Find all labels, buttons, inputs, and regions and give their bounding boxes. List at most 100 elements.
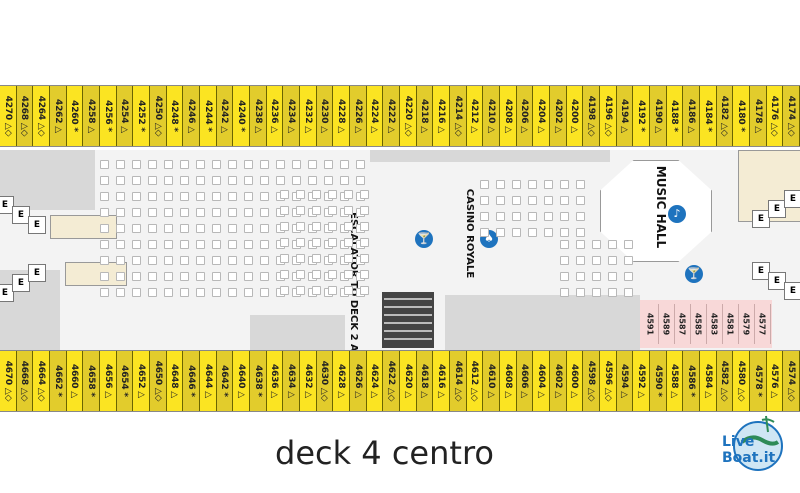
cabin-number: 4242 △ bbox=[219, 99, 230, 133]
seat bbox=[608, 240, 617, 249]
cabin-number: 4212 △ bbox=[469, 99, 480, 133]
cabin-number: 4184 * bbox=[702, 100, 713, 132]
seat bbox=[164, 160, 173, 169]
cabin-number: 4644 △ bbox=[202, 364, 213, 398]
cabin-number: 4658 * bbox=[86, 365, 97, 397]
seat bbox=[360, 238, 369, 247]
seat bbox=[528, 228, 537, 237]
music-hall-label: MUSIC HALL bbox=[654, 165, 669, 249]
top-cabin: 4260 * bbox=[67, 86, 84, 146]
pink-cabin: 4587 bbox=[674, 304, 691, 344]
top-cabin: 4232 △ bbox=[300, 86, 317, 146]
seat bbox=[164, 176, 173, 185]
seat bbox=[132, 160, 141, 169]
seat bbox=[228, 224, 237, 233]
elevator-right-top-3: E bbox=[784, 190, 800, 208]
cabin-number: 4224 △ bbox=[369, 99, 380, 133]
seat bbox=[148, 160, 157, 169]
seat bbox=[576, 228, 585, 237]
top-cabin: 4202 △ bbox=[550, 86, 567, 146]
seat bbox=[212, 192, 221, 201]
seat bbox=[228, 192, 237, 201]
bottom-cabin: 4582 △◇ bbox=[716, 351, 734, 411]
seat bbox=[312, 190, 321, 199]
seat bbox=[148, 240, 157, 249]
top-cabin: 4186 △ bbox=[683, 86, 700, 146]
seat bbox=[296, 206, 305, 215]
seat bbox=[360, 222, 369, 231]
bottom-cabin: 4626 △ bbox=[350, 351, 367, 411]
cabin-number: 4230 △ bbox=[319, 99, 330, 133]
seat bbox=[180, 256, 189, 265]
seat bbox=[100, 272, 109, 281]
cabin-number: 4610 △ bbox=[486, 364, 497, 398]
seat bbox=[148, 176, 157, 185]
seat bbox=[360, 206, 369, 215]
seat bbox=[196, 272, 205, 281]
bottom-cabin: 4574 △◇ bbox=[783, 351, 800, 411]
cabin-number: 4250 △◇ bbox=[152, 95, 163, 137]
seat bbox=[308, 160, 317, 169]
seat bbox=[280, 270, 289, 279]
bottom-cabin: 4628 △ bbox=[333, 351, 350, 411]
elevator-left-bottom-1: E bbox=[0, 284, 14, 302]
seat bbox=[560, 196, 569, 205]
casino-wall bbox=[370, 150, 610, 162]
seat bbox=[292, 176, 301, 185]
seat bbox=[212, 208, 221, 217]
seat bbox=[196, 288, 205, 297]
seat bbox=[356, 176, 365, 185]
seat bbox=[148, 208, 157, 217]
bottom-cabin: 4658 * bbox=[83, 351, 100, 411]
seat bbox=[560, 272, 569, 281]
bottom-cabin: 4636 △ bbox=[267, 351, 284, 411]
seat bbox=[624, 256, 633, 265]
bottom-cabin: 4646 * bbox=[183, 351, 200, 411]
deck-caption: deck 4 centro bbox=[275, 434, 494, 472]
cabin-number: 4578 * bbox=[752, 365, 763, 397]
seat bbox=[180, 192, 189, 201]
cabin-number: 4186 △ bbox=[686, 99, 697, 133]
top-cabin: 4198 △◇ bbox=[583, 86, 600, 146]
cabin-number: 4624 △ bbox=[369, 364, 380, 398]
bar-cocktail-icon: 🍸 bbox=[415, 230, 433, 248]
top-cabin: 4216 △ bbox=[433, 86, 450, 146]
seat bbox=[544, 180, 553, 189]
cabin-number: 4640 △ bbox=[236, 364, 247, 398]
seat bbox=[360, 190, 369, 199]
liveboat-logo: Live Boat.it bbox=[722, 412, 786, 476]
seat bbox=[560, 228, 569, 237]
bottom-cabin: 4588 △ bbox=[667, 351, 684, 411]
seat bbox=[132, 288, 141, 297]
top-cabin: 4218 △ bbox=[416, 86, 434, 146]
seat bbox=[260, 240, 269, 249]
escalator bbox=[382, 292, 434, 348]
seat bbox=[276, 176, 285, 185]
pink-cabin: 4591 bbox=[642, 304, 659, 344]
seat bbox=[528, 196, 537, 205]
cabin-number: 4262 △ bbox=[52, 99, 63, 133]
seat bbox=[212, 176, 221, 185]
top-cabin: 4256 * bbox=[100, 86, 117, 146]
bottom-cabin: 4584 △ bbox=[700, 351, 717, 411]
seat bbox=[328, 206, 337, 215]
seat bbox=[340, 160, 349, 169]
seat bbox=[624, 288, 633, 297]
cabin-number: 4254 △ bbox=[119, 99, 130, 133]
seat bbox=[328, 190, 337, 199]
cabin-number: 4208 △ bbox=[502, 99, 513, 133]
top-cabin: 4220 △◇ bbox=[400, 86, 417, 146]
seat bbox=[296, 222, 305, 231]
elevator-left-top-3: E bbox=[28, 216, 46, 234]
escalator-wall bbox=[250, 315, 345, 350]
cabin-number: 4654 * bbox=[119, 365, 130, 397]
seat bbox=[280, 286, 289, 295]
seat bbox=[312, 286, 321, 295]
seat bbox=[576, 180, 585, 189]
seat bbox=[100, 288, 109, 297]
cabin-number: 4190 △ bbox=[652, 99, 663, 133]
seat bbox=[196, 192, 205, 201]
seat bbox=[132, 192, 141, 201]
cabin-number: 4604 △ bbox=[536, 364, 547, 398]
